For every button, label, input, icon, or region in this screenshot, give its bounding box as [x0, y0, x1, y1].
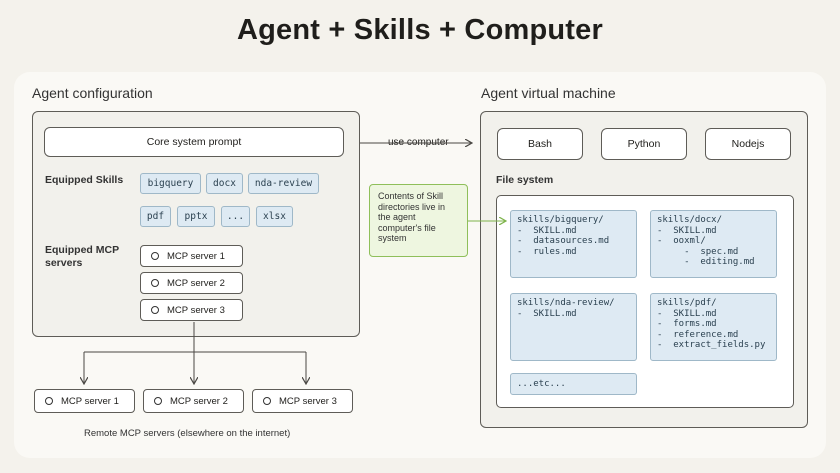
- equipped-mcp-server: MCP server 2: [140, 272, 243, 294]
- runtime-python: Python: [601, 128, 687, 160]
- server-dot-icon: [154, 397, 162, 405]
- server-dot-icon: [151, 252, 159, 260]
- mcp-server-label: MCP server 2: [167, 277, 225, 289]
- remote-mcp-server: MCP server 2: [143, 389, 244, 413]
- server-dot-icon: [45, 397, 53, 405]
- skills-location-note: Contents of Skill directories live in th…: [369, 184, 468, 257]
- skill-tag: docx: [206, 173, 243, 194]
- skill-directory: skills/docx/ - SKILL.md - ooxml/ - spec.…: [650, 210, 777, 278]
- remote-mcp-label: Remote MCP servers (elsewhere on the int…: [84, 428, 291, 439]
- skill-directory-etc: ...etc...: [510, 373, 637, 395]
- agent-config-label: Agent configuration: [32, 85, 153, 101]
- core-system-prompt: Core system prompt: [44, 127, 344, 157]
- equipped-mcp-server: MCP server 3: [140, 299, 243, 321]
- server-dot-icon: [151, 279, 159, 287]
- mcp-server-label: MCP server 3: [167, 304, 225, 316]
- skill-tag: bigquery: [140, 173, 201, 194]
- diagram-title: Agent + Skills + Computer: [237, 14, 603, 46]
- mcp-server-label: MCP server 1: [61, 395, 119, 407]
- skill-directory: skills/bigquery/ - SKILL.md - datasource…: [510, 210, 637, 278]
- skill-directory: skills/pdf/ - SKILL.md - forms.md - refe…: [650, 293, 777, 361]
- file-system-label: File system: [496, 174, 554, 186]
- skill-tag: ...: [221, 206, 250, 227]
- equipped-skills-label: Equipped Skills: [45, 174, 124, 186]
- mcp-server-label: MCP server 1: [167, 250, 225, 262]
- equipped-mcp-server: MCP server 1: [140, 245, 243, 267]
- skill-directory: skills/nda-review/ - SKILL.md: [510, 293, 637, 361]
- server-dot-icon: [151, 306, 159, 314]
- remote-mcp-server: MCP server 1: [34, 389, 135, 413]
- skill-tag: xlsx: [256, 206, 293, 227]
- server-dot-icon: [263, 397, 271, 405]
- runtime-bash: Bash: [497, 128, 583, 160]
- runtime-nodejs: Nodejs: [705, 128, 791, 160]
- mcp-server-label: MCP server 2: [170, 395, 228, 407]
- skill-tag: nda-review: [248, 173, 319, 194]
- vm-label: Agent virtual machine: [481, 85, 616, 101]
- skill-tag: pdf: [140, 206, 171, 227]
- equipped-mcp-label: Equipped MCP servers: [45, 244, 119, 269]
- skill-tag: pptx: [177, 206, 215, 227]
- remote-mcp-server: MCP server 3: [252, 389, 353, 413]
- mcp-server-label: MCP server 3: [279, 395, 337, 407]
